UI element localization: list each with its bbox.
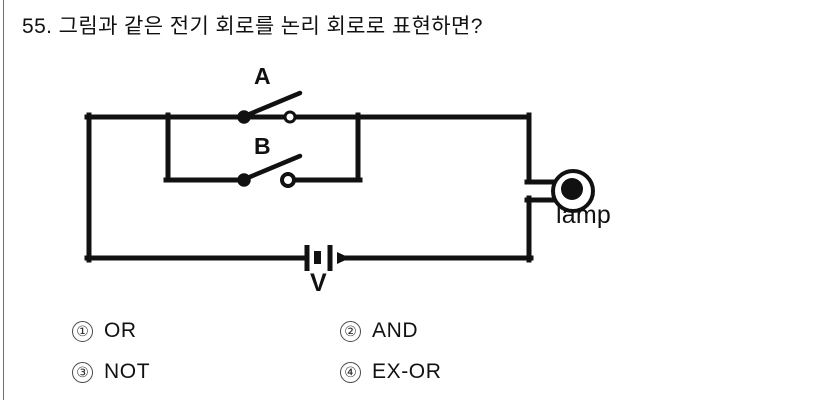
choice-2-label: AND (372, 319, 419, 342)
circuit-schematic-svg (84, 90, 595, 271)
switch-b-lever (242, 153, 303, 182)
switch-a (237, 90, 303, 124)
switch-a-terminal-right (283, 110, 297, 124)
battery-label: V (310, 269, 327, 297)
choice-1-marker: ① (72, 320, 93, 342)
battery-polarity-marker (337, 252, 350, 264)
switch-a-lever (242, 90, 303, 119)
answer-choice-4[interactable]: ④ EX-OR (340, 359, 442, 385)
answer-choice-2[interactable]: ② AND (340, 318, 418, 344)
answer-choice-1[interactable]: ① OR (72, 318, 137, 344)
question-prompt: 55. 그림과 같은 전기 회로를 논리 회로로 표현하면? (22, 12, 483, 42)
switch-b-terminal-right (280, 172, 296, 188)
switch-a-label: A (254, 63, 271, 89)
lamp-inner-filament (561, 178, 583, 200)
choice-1-label: OR (104, 319, 137, 342)
choice-3-marker: ③ (72, 361, 93, 383)
battery-plate-short (314, 251, 321, 264)
answer-choices: ① OR ② AND ③ NOT ④ EX-OR (0, 318, 826, 400)
circuit-figure: A B V lamp (0, 55, 700, 310)
question-number: 55. (22, 15, 53, 38)
choice-4-marker: ④ (340, 361, 361, 383)
answer-choice-3[interactable]: ③ NOT (72, 359, 150, 385)
question-text: 그림과 같은 전기 회로를 논리 회로로 표현하면? (58, 15, 483, 38)
choice-4-label: EX-OR (372, 360, 442, 383)
lamp-label: lamp (556, 201, 611, 229)
switch-b (237, 153, 303, 188)
choice-3-label: NOT (104, 360, 151, 383)
lamp-symbol (551, 169, 595, 213)
battery-symbol (304, 245, 350, 271)
page-left-border (3, 0, 4, 400)
choice-2-marker: ② (340, 320, 361, 342)
switch-b-label: B (254, 133, 271, 159)
